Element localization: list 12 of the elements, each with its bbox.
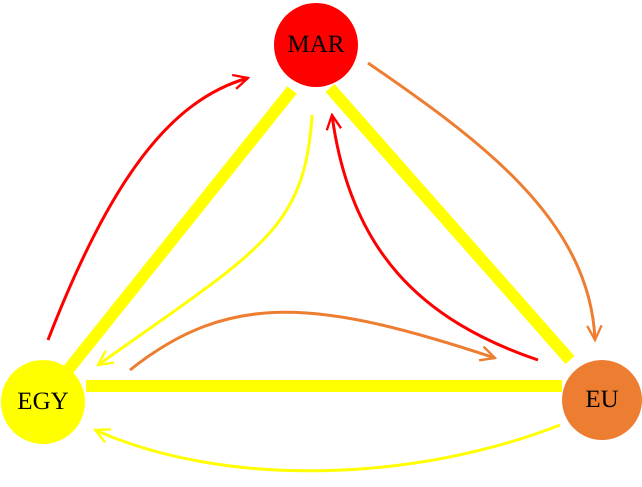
- node-label: EU: [585, 386, 619, 414]
- curved-arrow: [326, 114, 539, 362]
- node-label: MAR: [288, 31, 344, 59]
- connector-line: [86, 380, 562, 392]
- curved-arrow: [96, 114, 314, 366]
- curved-arrow: [129, 310, 496, 372]
- curved-arrow: [46, 74, 250, 341]
- connector-line: [63, 86, 297, 374]
- connector-line: [326, 84, 574, 364]
- circle-node: [562, 360, 642, 440]
- curved-arrow: [94, 424, 560, 472]
- node-label: EGY: [17, 388, 69, 416]
